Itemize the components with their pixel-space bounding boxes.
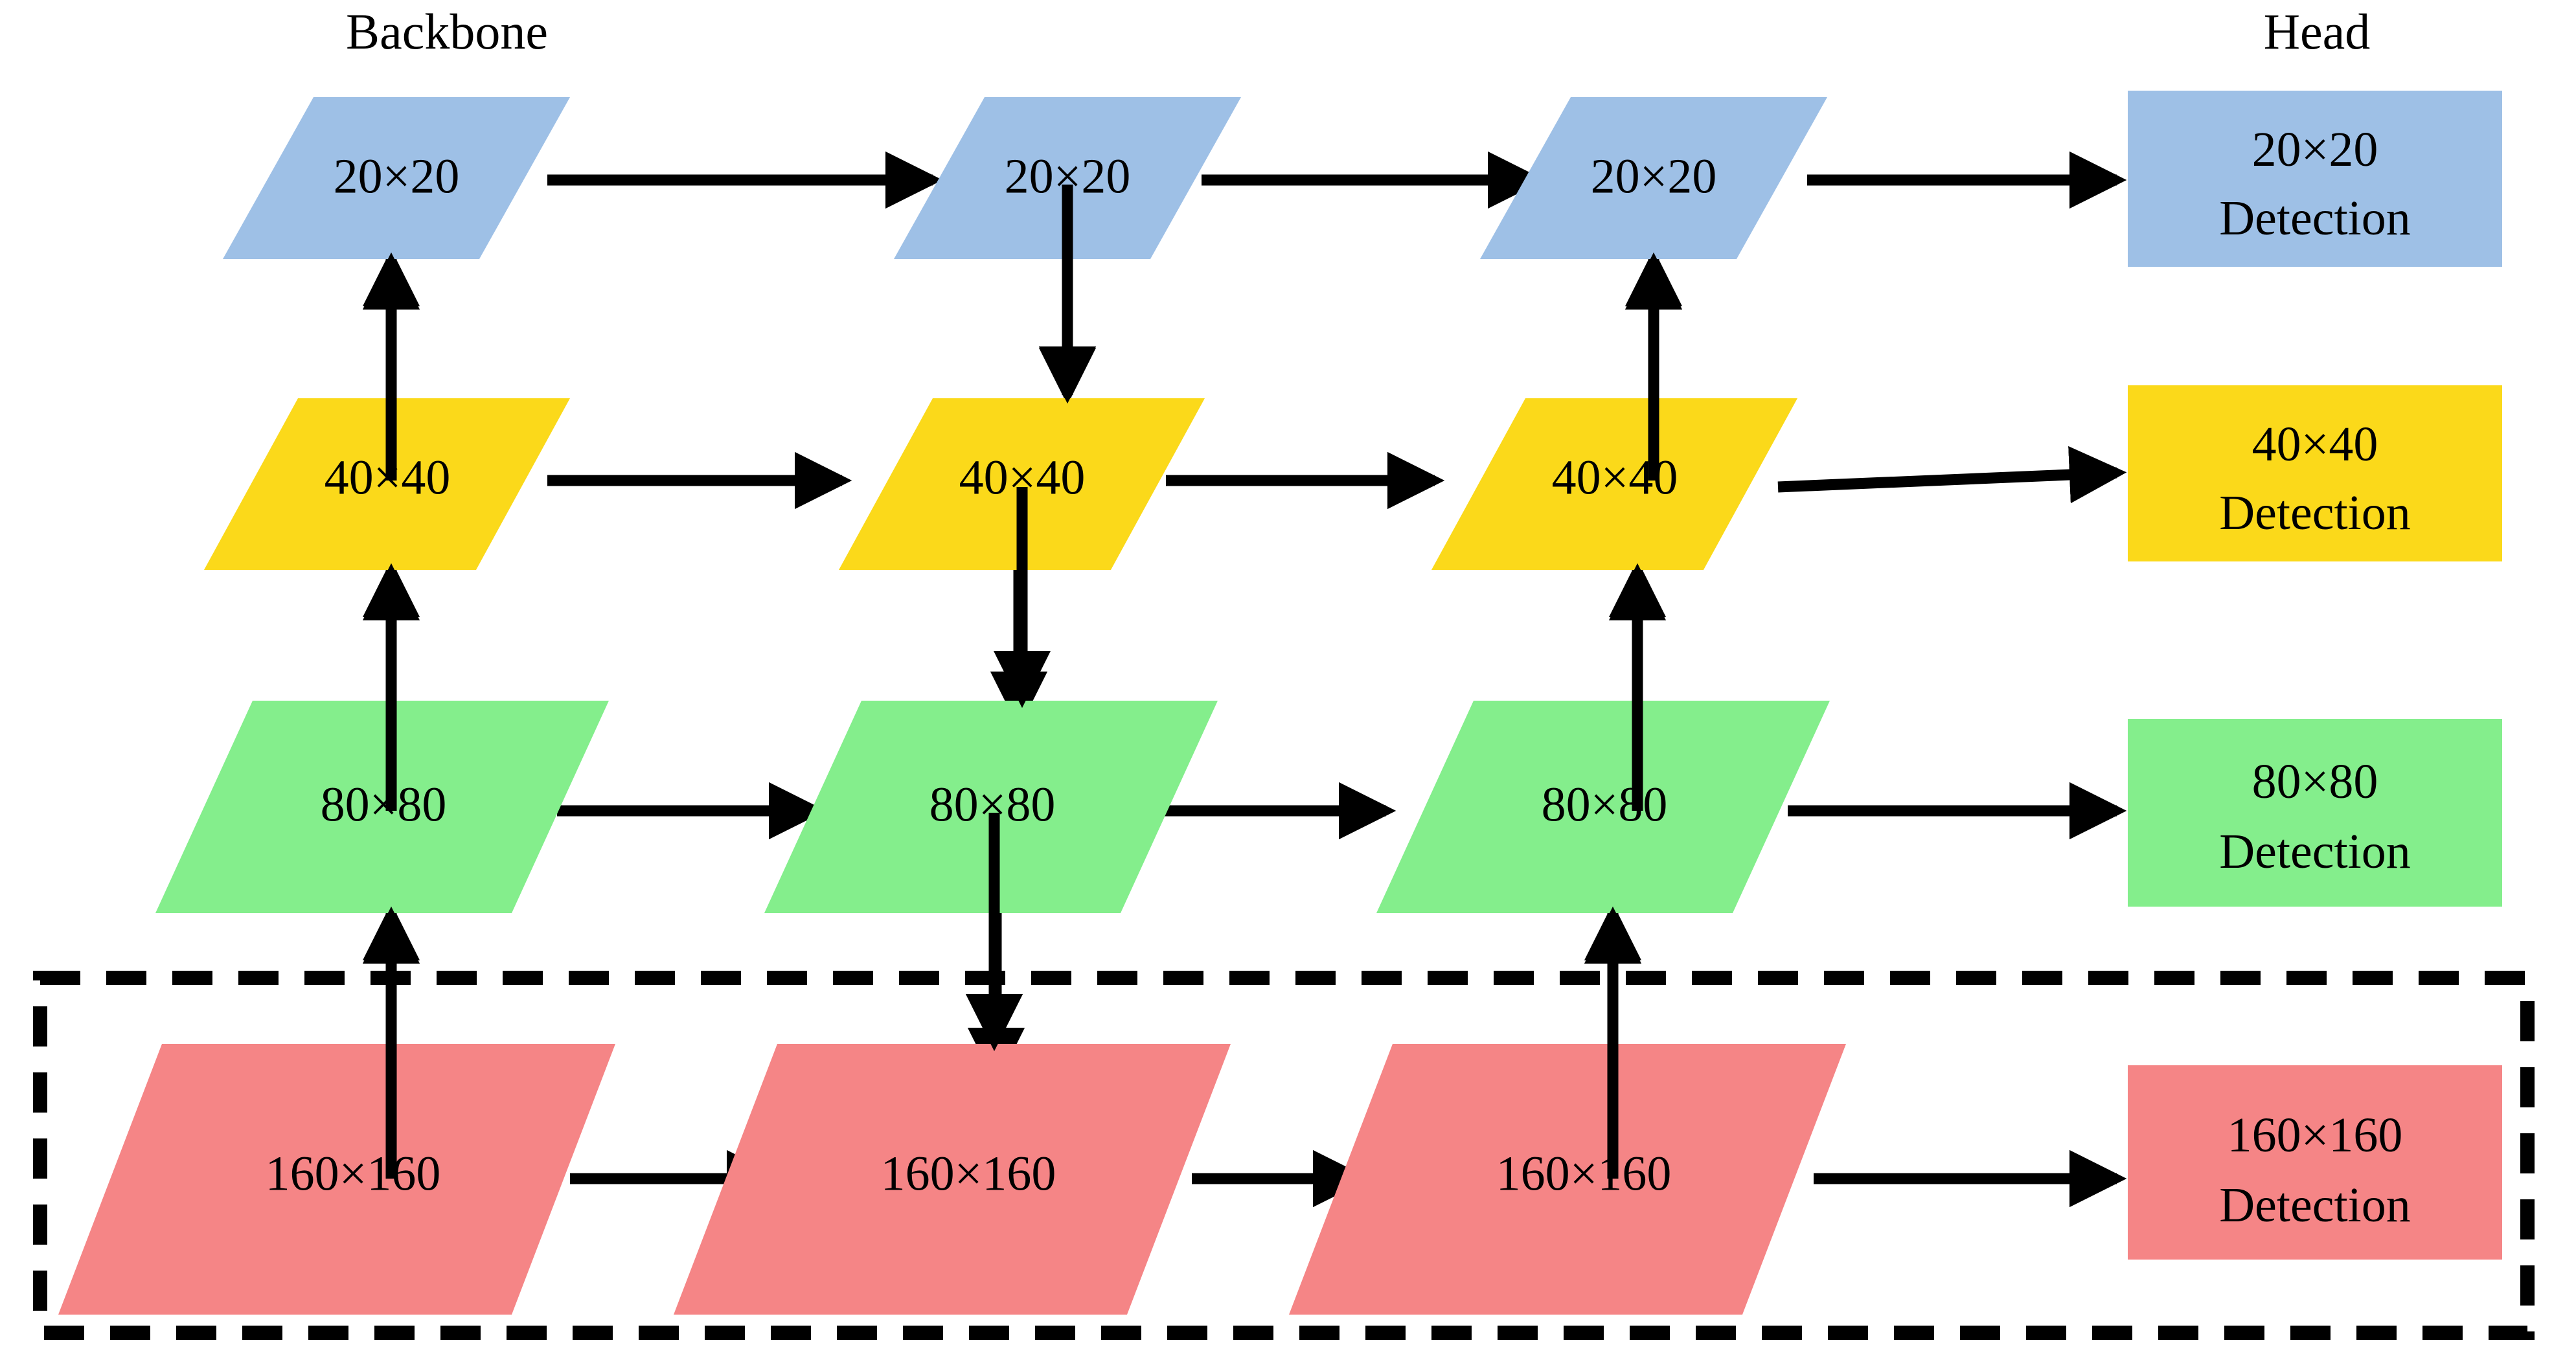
parallelogram-shape bbox=[1480, 97, 1827, 259]
parallelogram-shape bbox=[223, 97, 570, 259]
parallelogram-shape bbox=[1431, 398, 1797, 570]
node-label: 80×80 bbox=[321, 777, 447, 832]
backbone-title: Backbone bbox=[346, 3, 548, 60]
parallelogram-shape bbox=[1376, 701, 1830, 913]
node-label: 80×80 bbox=[1542, 777, 1668, 832]
head-scale-label: 20×20 bbox=[2252, 122, 2378, 177]
head-task-label: Detection bbox=[2219, 1178, 2410, 1232]
head-box-160x160[interactable]: 160×160 Detection bbox=[2128, 1065, 2502, 1260]
node-label: 160×160 bbox=[881, 1146, 1056, 1201]
parallelogram-shape bbox=[894, 97, 1241, 259]
head-task-label: Detection bbox=[2219, 486, 2410, 540]
head-box-20x20[interactable]: 20×20 Detection bbox=[2128, 91, 2502, 267]
head-scale-label: 80×80 bbox=[2252, 754, 2378, 809]
node-20x20-stage-1[interactable]: 20×20 bbox=[223, 97, 570, 259]
head-title: Head bbox=[2264, 3, 2371, 60]
node-20x20-stage-3[interactable]: 20×20 bbox=[1480, 97, 1827, 259]
head-rect bbox=[2128, 91, 2502, 267]
node-160x160-stage-1[interactable]: 160×160 bbox=[58, 1044, 615, 1315]
parallelogram-shape bbox=[764, 701, 1218, 913]
node-label: 20×20 bbox=[334, 149, 460, 203]
parallelogram-shape bbox=[674, 1044, 1231, 1315]
overlay-arrow-segments bbox=[362, 185, 1683, 1179]
head-rect bbox=[2128, 1065, 2502, 1260]
head-task-label: Detection bbox=[2219, 191, 2410, 245]
parallelogram-shape bbox=[155, 701, 609, 913]
head-box-80x80[interactable]: 80×80 Detection bbox=[2128, 719, 2502, 907]
highlight-dashed-box bbox=[33, 971, 2535, 1340]
parallelogram-shape bbox=[58, 1044, 615, 1315]
head-task-label: Detection bbox=[2219, 824, 2410, 879]
head-scale-label: 160×160 bbox=[2228, 1108, 2403, 1162]
node-40x40-stage-2[interactable]: 40×40 bbox=[839, 398, 1205, 570]
node-20x20-stage-2[interactable]: 20×20 bbox=[894, 97, 1241, 259]
node-40x40-stage-3[interactable]: 40×40 bbox=[1431, 398, 1797, 570]
head-rect bbox=[2128, 719, 2502, 907]
edge-stage3-to-head-40 bbox=[1777, 446, 2127, 504]
node-label: 20×20 bbox=[1591, 149, 1717, 203]
parallelogram-shape bbox=[1289, 1044, 1846, 1315]
edges-row-40 bbox=[547, 446, 2127, 510]
node-80x80-stage-3[interactable]: 80×80 bbox=[1376, 701, 1830, 913]
node-80x80-stage-1[interactable]: 80×80 bbox=[155, 701, 609, 913]
head-scale-label: 40×40 bbox=[2252, 417, 2378, 471]
head-rect bbox=[2128, 385, 2502, 561]
node-label: 160×160 bbox=[266, 1146, 441, 1201]
node-160x160-stage-2[interactable]: 160×160 bbox=[674, 1044, 1231, 1315]
node-160x160-stage-3[interactable]: 160×160 bbox=[1289, 1044, 1846, 1315]
parallelogram-shape bbox=[204, 398, 570, 570]
node-label: 160×160 bbox=[1496, 1146, 1672, 1201]
parallelogram-shape bbox=[839, 398, 1205, 570]
head-box-40x40[interactable]: 40×40 Detection bbox=[2128, 385, 2502, 561]
